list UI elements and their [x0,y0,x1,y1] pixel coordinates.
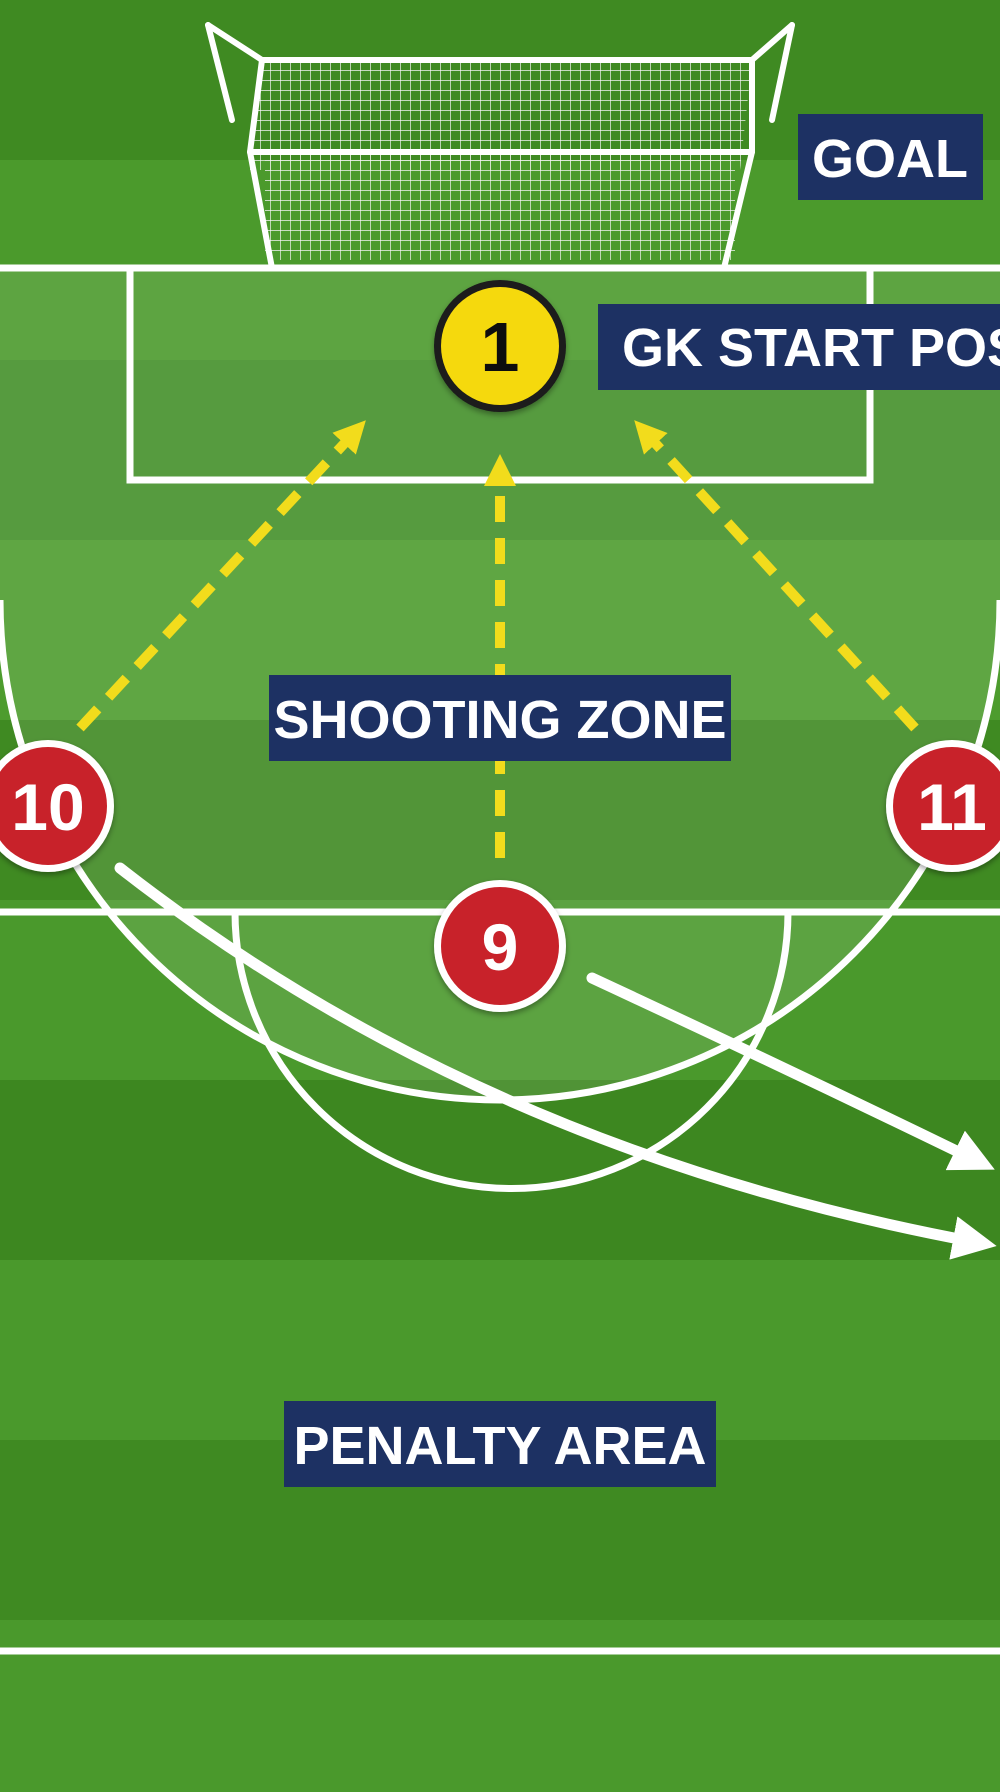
run-arrow-left-wing [114,862,997,1260]
goalkeeper-number: 1 [481,308,520,386]
goalkeeper-marker: 1 [434,280,566,412]
player-marker-10: 10 [0,740,114,872]
pass-arrows [76,420,919,858]
penalty-area-label: PENALTY AREA [284,1401,716,1487]
run-arrows [114,862,997,1260]
shooting-zone-label-text: SHOOTING ZONE [273,690,726,750]
player-number-9: 9 [482,910,519,984]
player-number-11: 11 [917,770,987,844]
pass-arrow-right [634,420,919,732]
shooting-zone-label: SHOOTING ZONE [269,675,731,761]
goal-frame [205,22,795,271]
goal-label-text: GOAL [812,129,968,189]
player-number-10: 10 [11,770,84,844]
gk-start-label: GK START POSI [598,304,1000,390]
gk-start-label-text: GK START POSI [622,318,1000,378]
player-marker-9: 9 [434,880,566,1012]
pass-arrow-left [76,420,366,732]
penalty-area-label-text: PENALTY AREA [293,1416,706,1476]
goal-label: GOAL [798,114,983,200]
run-arrow-striker [586,972,995,1171]
player-marker-11: 11 [886,740,1000,872]
penalty-arc [231,911,792,1192]
